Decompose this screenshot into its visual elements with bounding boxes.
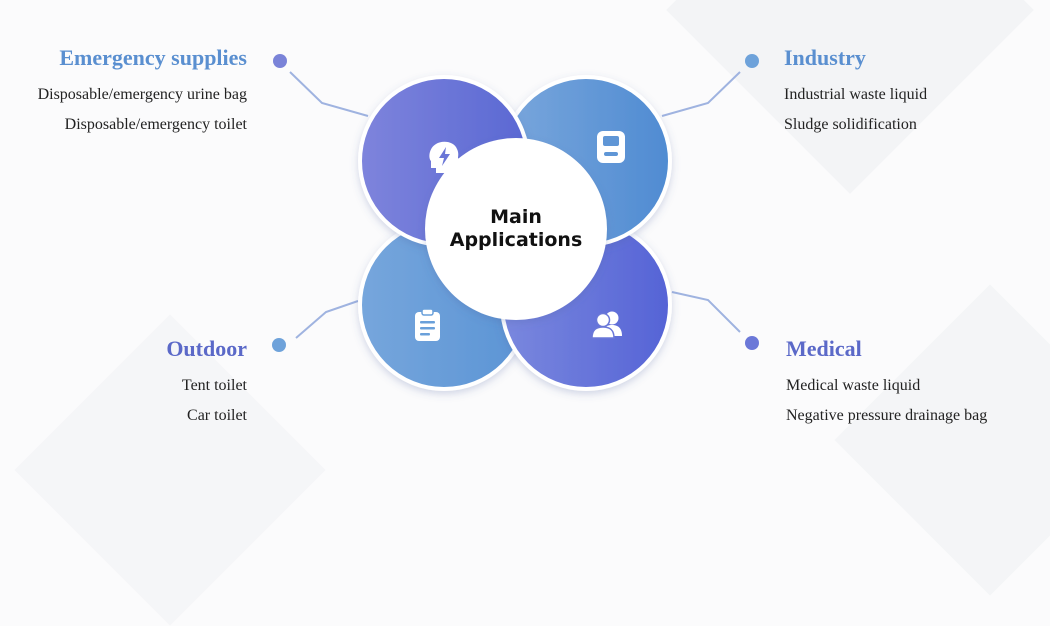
emergency-supplies-block: Emergency supplies Disposable/emergency … — [0, 45, 247, 135]
center-title-line2: Applications — [449, 229, 583, 251]
center-circle — [425, 138, 607, 320]
connector-dot-emergency — [273, 54, 287, 68]
medical-title: Medical — [786, 336, 862, 361]
emergency-supplies-title: Emergency supplies — [59, 45, 247, 70]
emergency-supplies-item: Disposable/emergency toilet — [64, 116, 247, 133]
center-title: Main Applications — [427, 140, 605, 318]
outdoor-block: Outdoor Tent toilet Car toilet — [47, 336, 247, 426]
users-icon — [591, 311, 622, 339]
container-icon — [597, 131, 625, 163]
connector-line-outdoor — [295, 300, 359, 339]
connector-line-emergency — [289, 71, 369, 117]
industry-item: Industrial waste liquid — [784, 86, 928, 103]
emergency-supplies-item: Disposable/emergency urine bag — [37, 86, 247, 103]
connector-line-industry — [661, 71, 741, 117]
outdoor-item: Tent toilet — [181, 377, 247, 394]
industry-item: Sludge solidification — [784, 116, 917, 133]
applications-diagram — [272, 54, 759, 391]
connector-dot-outdoor — [272, 338, 286, 352]
head-lightning-icon — [429, 141, 461, 173]
outdoor-item: Car toilet — [187, 407, 247, 424]
medical-block: Medical Medical waste liquid Negative pr… — [786, 336, 1046, 426]
connector-line-medical — [671, 291, 741, 333]
medical-item: Medical waste liquid — [786, 377, 921, 394]
connector-dot-industry — [745, 54, 759, 68]
medical-item: Negative pressure drainage bag — [786, 407, 988, 424]
center-title-line1: Main — [490, 206, 542, 228]
industry-block: Industry Industrial waste liquid Sludge … — [784, 45, 1034, 135]
outdoor-title: Outdoor — [166, 336, 247, 361]
connector-dot-medical — [745, 336, 759, 350]
clipboard-icon — [415, 308, 440, 341]
industry-title: Industry — [784, 45, 866, 70]
